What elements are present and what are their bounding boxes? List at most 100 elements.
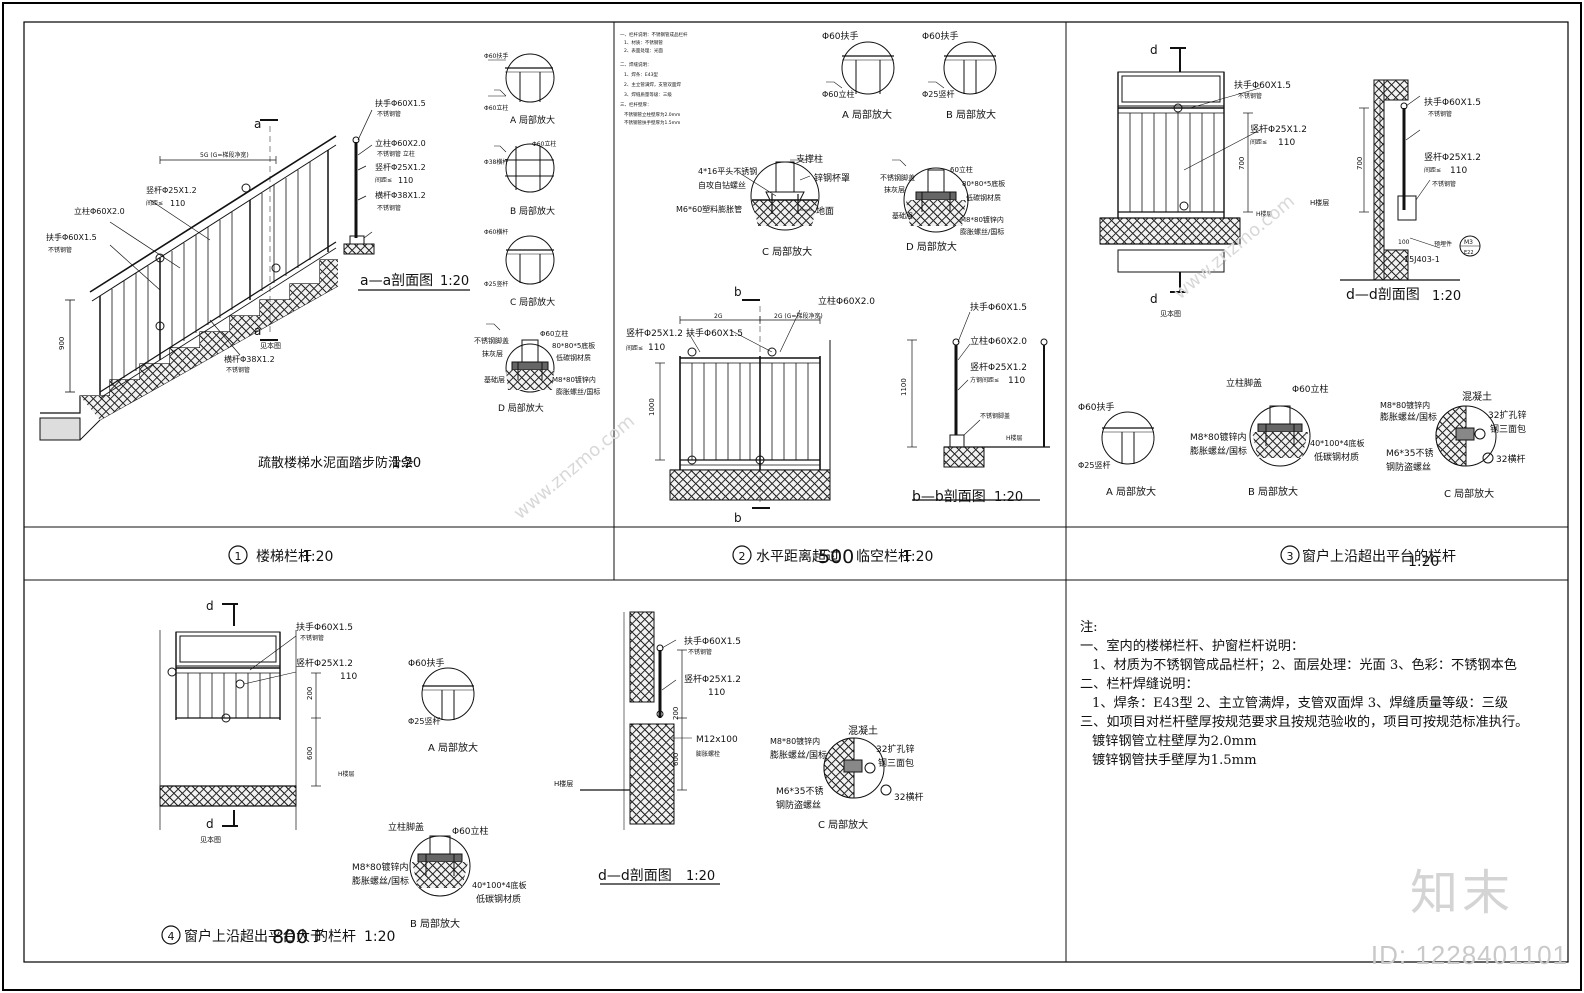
p3-bal: 竖杆Φ25X1.2 [1250,123,1307,135]
p1-dim-spacing: 5G (G=梯段净宽) [200,151,249,159]
p2-dim-2g: 2G [714,313,723,320]
p1-left-bal: 竖杆Φ25X1.2 [146,185,197,195]
p1-cut-bottom: a [254,324,261,338]
panel-2-scale: 1:20 [902,549,933,565]
p4-gap-val: 110 [340,672,357,682]
p3-a-cap: A 局部放大 [1106,485,1156,498]
p2-sec-rail: 扶手Φ60X1.5 [970,301,1027,313]
p4-dim-200: 200 [306,687,314,700]
panel-3-scale: 1:20 [1408,554,1439,570]
p2-d-cap: D 局部放大 [906,240,957,253]
panel-1-title: 楼梯栏杆 [256,549,312,565]
p2-note-3: 二、焊缝说明： [620,61,652,68]
p4-c-screw: M6*35不锈 [776,785,823,797]
p4-sec-scale: 1:20 [686,869,715,884]
p1-bottom-ss: 不锈钢管 [226,366,250,374]
p4-sec-m12b: 膨胀螺栓 [696,750,720,758]
panel-1-detail-c [505,235,555,285]
p2-elev-gap: 间距≤ [626,344,643,352]
p1-label-ss2: 不锈钢管 立柱 [377,150,415,158]
panel-2-elevation [655,299,831,509]
p1-label-ss3: 不锈钢管 [377,204,401,212]
panel-2-detail-b [928,41,997,95]
p1-label-gap: 间距≤ [375,176,392,184]
p1-cut-top: a [254,117,261,131]
p2-note-5: 2、主立管满焊，支管双面焊 [624,81,681,88]
panel-1-detail-a [488,53,555,103]
p4-cut-bottom: d [206,817,214,831]
p3-sec-h: H楼层 [1310,198,1329,207]
p2-a-top: Φ60扶手 [822,30,859,42]
panel-4-section-dd [580,611,720,885]
p2-b-cap: B 局部放大 [946,108,996,121]
p2-a-cap: A 局部放大 [842,108,892,121]
p1-d-plate: 80*80*5底板 [552,341,595,350]
p1-d-c-cap: C 局部放大 [510,296,555,308]
watermark-id: ID: 1228401101 [1370,940,1568,970]
panel-3-number: 3 [1287,550,1294,563]
p1-left-ss: 不锈钢管 [48,246,72,254]
p4-sec-rail: 扶手Φ60X1.5 [684,635,741,647]
p3-rail-ss: 不锈钢管 [1238,92,1262,100]
panel-1-stair-elevation [39,119,339,441]
panel-1-detail-d [486,323,555,393]
panel-1-detail-b [494,143,555,193]
p3-sec-gap: 间距≤ [1424,166,1441,174]
p4-h: H楼层 [338,770,355,778]
p2-note-7: 三、栏杆壁厚： [620,101,652,108]
panel-2-detail-c [737,159,820,231]
p4-c-tube: 32扩孔锌 [876,743,914,755]
panel-3-detail-b [1249,405,1311,467]
p4-a-top: Φ60扶手 [408,657,445,669]
p2-note-6: 3、焊缝质量等级：三级 [624,91,672,98]
p2-elev-gap-val: 110 [648,343,665,353]
p3-a-bot: Φ25竖杆 [1078,460,1110,470]
p4-sec-m12: M12x100 [696,735,738,745]
panel-3-section-dd [1340,79,1481,281]
notes-line: 三、如项目对栏杆壁厚按规范要求且按规范验收的，项目可按规范标准执行。 [1080,715,1529,730]
p3-sec-scale: 1:20 [1432,289,1461,304]
p1-d-b-cap: B 局部放大 [510,205,555,217]
panel-4-elevation [159,603,321,830]
p2-cut-top: b [734,285,742,299]
watermark-site: www.znzmo.com [510,411,639,524]
p2-b-top: Φ60扶手 [922,30,959,42]
p4-b-plate: 40*100*4底板 [472,880,527,890]
p4-sec-200: 200 [672,707,680,720]
p3-sec-bal: 竖杆Φ25X1.2 [1424,151,1481,163]
p2-c-r3: 地面 [816,205,834,217]
p1-d-fill: 抹灰层 [482,349,503,358]
p3-h: H楼层 [1256,210,1273,218]
panel-2-title-pre: 水平距离超过 [756,548,840,565]
p2-sec-bal: 竖杆Φ25X1.2 [970,361,1027,373]
p3-sec-ref-tag: M3 [1464,239,1473,246]
general-notes: 注: 一、室内的楼梯栏杆、护窗栏杆说明： 1、材质为不锈钢管成品栏杆；2、面层处… [1080,618,1550,770]
p1-d-bolt: M8*80镀锌内 [552,375,596,384]
p3-c-tube2: 钢三面包 [1490,423,1526,435]
p3-sec-rail: 扶手Φ60X1.5 [1424,96,1481,108]
p3-b-cover: 立柱脚盖 [1226,377,1262,389]
panel-3-title: 窗户上沿超出平台的栏杆 [1302,548,1456,565]
p4-sec-ss: 不锈钢管 [688,648,712,656]
p4-b-cap: B 局部放大 [410,917,460,930]
p4-sec-600: 600 [672,753,680,766]
p2-elev-rail: 扶手Φ60X1.5 [686,327,743,339]
p4-b-post: Φ60立柱 [452,825,489,837]
p4-c-rail: 32横杆 [894,791,923,803]
p1-d-cap: D 局部放大 [498,402,544,414]
p2-d-bolt: M8*80镀锌内 [960,215,1004,224]
p1-dim-900: 900 [58,337,66,350]
p1-main-scale: 1:20 [392,456,421,471]
p3-b-cap: B 局部放大 [1248,485,1298,498]
panel-1-number: 1 [235,550,242,563]
p1-d-base: 基础层 [484,375,505,384]
p3-c-conc: 混凝土 [1462,390,1492,403]
p2-sec-1100: 1100 [900,378,908,396]
p1-left-rail: 扶手Φ60X1.5 [46,232,97,242]
notes-line: 1、材质为不锈钢管成品栏杆；2、面层处理：光面 3、色彩：不锈钢本色 [1092,658,1517,673]
panel-4-detail-a [421,667,475,721]
p2-b-bot: Φ25竖杆 [922,89,954,99]
p2-elev-bal: 竖杆Φ25X1.2 [626,327,683,339]
panel-1-section-aa [343,109,470,291]
